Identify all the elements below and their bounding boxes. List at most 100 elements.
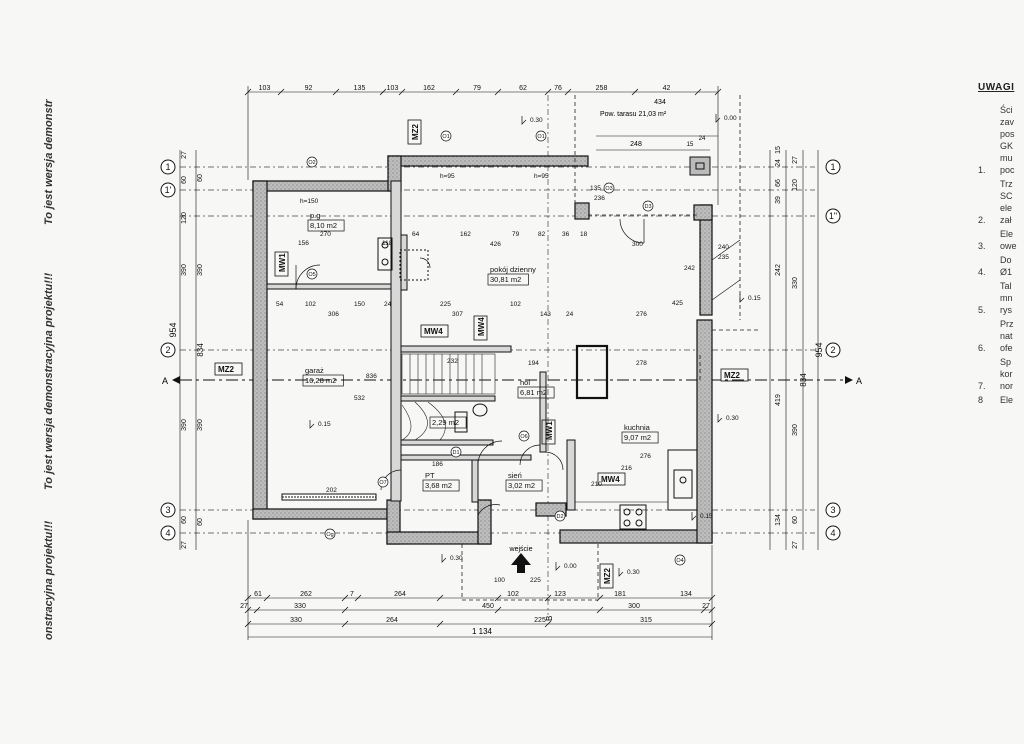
chimney-box bbox=[575, 344, 609, 400]
dim-total-width: 1 134 bbox=[472, 627, 493, 636]
level-marker-glyph bbox=[691, 512, 697, 521]
staircase bbox=[401, 353, 496, 441]
note-line: Do bbox=[1000, 255, 1012, 265]
interior-dim-d276: 276 bbox=[636, 311, 647, 318]
interior-dim-d162: 162 bbox=[460, 231, 471, 238]
wall-sien-right bbox=[471, 459, 479, 503]
window-door-tag-circle bbox=[674, 554, 686, 566]
left-dim-total: 954 bbox=[168, 322, 178, 337]
dim-tick bbox=[700, 606, 708, 614]
boiler bbox=[377, 237, 393, 271]
note-line: rys bbox=[1000, 305, 1012, 315]
interior-dim-d278: 278 bbox=[636, 360, 647, 367]
section-label-b: B bbox=[545, 616, 554, 621]
top-dim-label: 62 bbox=[519, 85, 527, 92]
axis-label-left-2: 2 bbox=[165, 345, 170, 355]
top-dim-label: 76 bbox=[554, 85, 562, 92]
level-marker-glyph bbox=[618, 568, 624, 577]
window-door-tag-circle bbox=[450, 446, 462, 458]
bottom-dim-label: 7 bbox=[350, 591, 354, 598]
left-dim-mid: 834 bbox=[196, 343, 205, 357]
interior-dim-d24a: 24 bbox=[384, 301, 392, 308]
note-number: 7. bbox=[978, 381, 986, 391]
room-name-pt: PT bbox=[425, 471, 435, 480]
kitchen-stove bbox=[619, 504, 647, 530]
bottom-dim-label: 330 bbox=[290, 617, 302, 624]
note-number: 5. bbox=[978, 305, 986, 315]
interior-dim-d425: 425 bbox=[672, 300, 683, 307]
dim-tick bbox=[244, 594, 252, 602]
interior-dim-h150: h=150 bbox=[300, 198, 319, 205]
window-door-tag-circle bbox=[324, 528, 336, 540]
terrace-hatch bbox=[711, 239, 741, 301]
right-dim-label: 66 bbox=[775, 179, 782, 187]
wall-right bbox=[696, 319, 713, 544]
interior-dim-h95: h=95 bbox=[440, 173, 455, 180]
top-dim-label: 162 bbox=[423, 85, 435, 92]
dim-tick bbox=[341, 606, 349, 614]
bottom-dim-label: 134 bbox=[680, 591, 692, 598]
window-door-tag-circle bbox=[306, 268, 318, 280]
room-area-box-sien bbox=[505, 479, 543, 492]
right-dim-label: 15 bbox=[775, 146, 782, 154]
wall-right-upper bbox=[699, 204, 713, 316]
room-name-kuchnia: kuchnia bbox=[624, 423, 651, 432]
wall-tag-mw1_pg: MW1 bbox=[278, 253, 287, 272]
window-door-tag-circle bbox=[603, 182, 615, 194]
left-dim-label: 60 bbox=[181, 176, 188, 184]
room-area-hol: 6,81 m2 bbox=[520, 388, 547, 397]
window-door-tag-circle bbox=[306, 156, 318, 168]
bottom-dim-label: 262 bbox=[300, 591, 312, 598]
axis-label-left-1: 1 bbox=[165, 162, 170, 172]
interior-dim-d232: 232 bbox=[447, 358, 458, 365]
interior-dim-d202: 202 bbox=[326, 487, 337, 494]
wall-terrace-pillar bbox=[574, 202, 590, 220]
interior-dim-d276k: 276 bbox=[640, 453, 651, 460]
right-dim-label: 120 bbox=[792, 179, 799, 191]
interior-dim-d836: 836 bbox=[366, 373, 377, 380]
left-dim-label: 27 bbox=[181, 151, 188, 159]
axis-bubble-left-4 bbox=[160, 525, 176, 541]
wall-entry-left bbox=[477, 499, 492, 545]
interior-dim-d235: 235 bbox=[718, 254, 729, 261]
room-area-kuchnia: 9,07 m2 bbox=[624, 433, 651, 442]
dim-tick bbox=[263, 594, 271, 602]
wall-kitchen-floor bbox=[559, 529, 713, 544]
right-dim-label: 390 bbox=[792, 424, 799, 436]
room-name-garaz: garaż bbox=[305, 366, 324, 375]
dim-tick bbox=[708, 594, 716, 602]
bottom-dim-label: 264 bbox=[394, 591, 406, 598]
interior-dim-d426: 426 bbox=[490, 241, 501, 248]
interior-dim-doorh: 225 bbox=[530, 577, 541, 584]
interior-dim-d150: 150 bbox=[354, 301, 365, 308]
section-label-right: A bbox=[856, 376, 862, 386]
dim-tick bbox=[354, 594, 362, 602]
axis-bubble-right-3 bbox=[825, 502, 841, 518]
wall-tag-mz2_right: MZ2 bbox=[724, 371, 741, 380]
room-area-pt: 3,68 m2 bbox=[425, 481, 452, 490]
bottom-dim-label: 27 bbox=[240, 603, 248, 610]
window-door-tag-circle bbox=[554, 510, 566, 522]
bottom-dim-label: 102 bbox=[507, 591, 519, 598]
right-dim-label: 39 bbox=[775, 196, 782, 204]
bottom-dim-label: 27 bbox=[702, 603, 710, 610]
interior-dim-d143: 143 bbox=[540, 311, 551, 318]
dim-tick bbox=[253, 606, 261, 614]
left-dim-label: 120 bbox=[181, 212, 188, 224]
axis-label-right-1: 1 bbox=[830, 162, 835, 172]
room-area-pg: 8,10 m2 bbox=[310, 221, 337, 230]
note-line: mn bbox=[1000, 293, 1013, 303]
interior-dim-d216: 216 bbox=[621, 465, 632, 472]
right-dim-label: 24 bbox=[775, 159, 782, 167]
section-label-left: A bbox=[162, 376, 168, 386]
note-line: kor bbox=[1000, 369, 1013, 379]
wall-left bbox=[252, 180, 268, 520]
wall-tag-box-mw4_kitchen bbox=[597, 472, 626, 486]
left-dim-label: 390 bbox=[181, 264, 188, 276]
wall-garage-divider bbox=[390, 180, 402, 502]
level-marker-glyph bbox=[739, 294, 745, 303]
interior-dim-d210: 210 bbox=[591, 481, 602, 488]
